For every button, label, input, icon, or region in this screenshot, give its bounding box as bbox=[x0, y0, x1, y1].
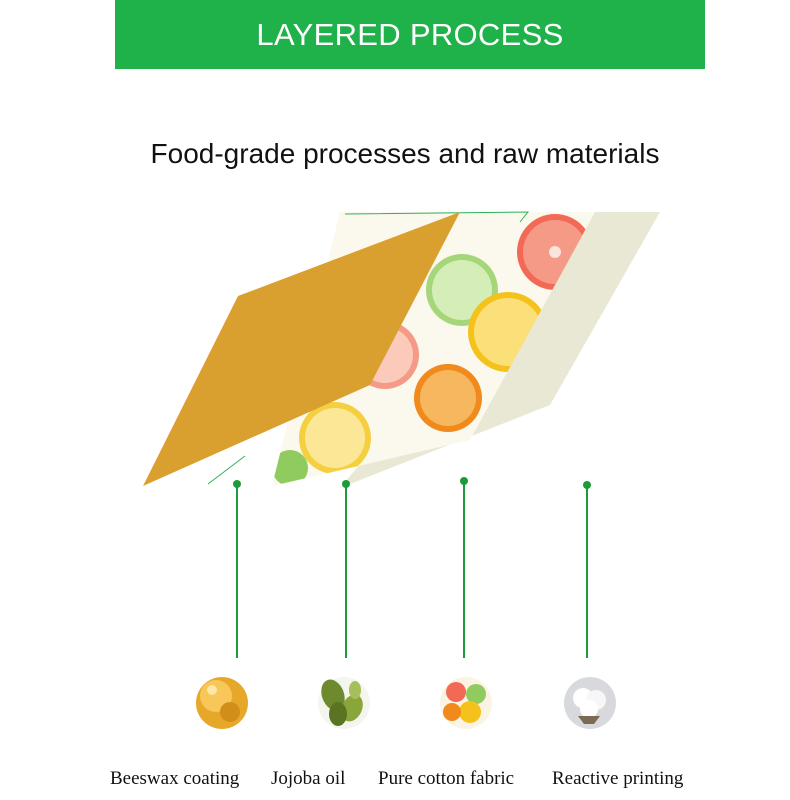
cotton-flower-icon bbox=[564, 677, 616, 729]
material-label-cotton: Pure cotton fabric bbox=[378, 768, 515, 789]
header-title: LAYERED PROCESS bbox=[256, 16, 564, 52]
connector-jojoba bbox=[342, 480, 350, 658]
connector-beeswax bbox=[233, 480, 241, 658]
connector-cotton bbox=[460, 477, 468, 658]
connector-printing bbox=[583, 481, 591, 658]
material-label-beeswax: Beeswax coating bbox=[110, 768, 240, 789]
header-banner: LAYERED PROCESS bbox=[115, 0, 705, 69]
material-label-printing: Reactive printing bbox=[552, 768, 684, 789]
page-subtitle: Food-grade processes and raw materials bbox=[150, 138, 660, 169]
beeswax-layer bbox=[143, 212, 460, 486]
citrus-fabric-icon bbox=[440, 677, 492, 729]
material-label-jojoba: Jojoba oil bbox=[271, 768, 346, 789]
jojoba-icon bbox=[318, 677, 370, 729]
beeswax-icon bbox=[196, 677, 248, 729]
